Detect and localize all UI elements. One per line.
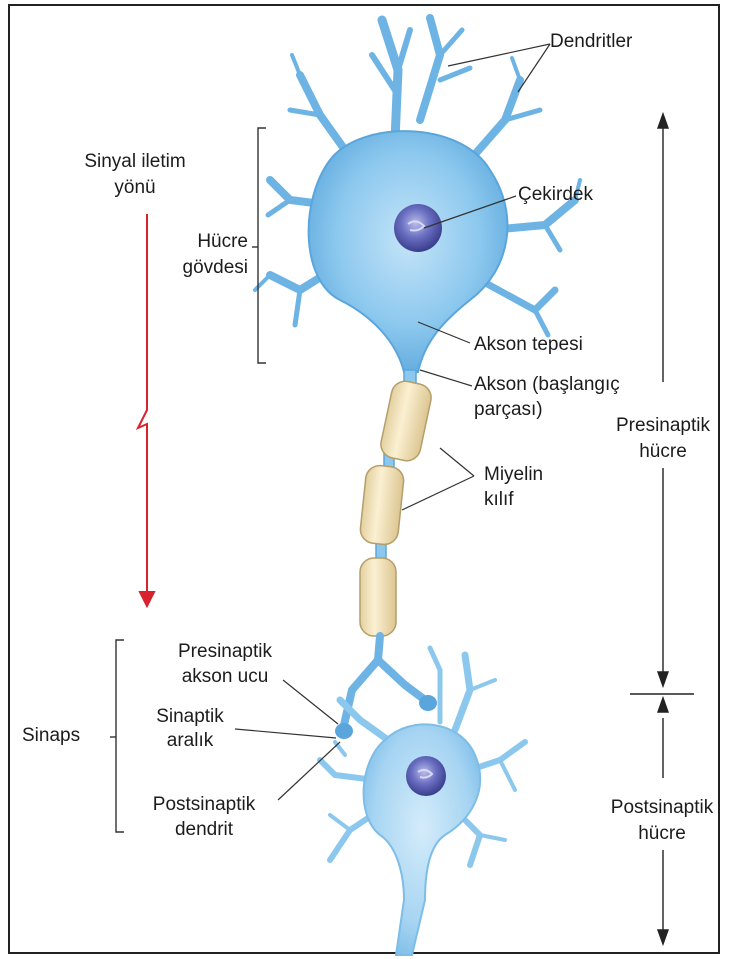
label-miyelin: Miyelin (484, 463, 543, 486)
label-akson-ucu: akson ucu (150, 665, 300, 688)
label-akson-parcasi: parçası) (474, 398, 543, 421)
label-dendrit: dendrit (134, 818, 274, 841)
label-sinyal-yonu: yönü (60, 176, 210, 199)
terminal-bouton-right (419, 695, 437, 711)
cell-range-arrows (630, 114, 694, 944)
label-dendritler: Dendritler (550, 30, 632, 53)
lower-nucleus (406, 756, 446, 796)
label-aralik: aralık (130, 729, 250, 752)
terminal-bouton-left (335, 723, 353, 739)
label-presinaptik-hucre: Presinaptik (598, 414, 728, 437)
label-akson-tepesi: Akson tepesi (474, 333, 583, 356)
label-postsinaptik-dendrit: Postsinaptik (134, 793, 274, 816)
myelin-sheaths (359, 379, 434, 636)
label-hucre: Hücre (140, 230, 248, 253)
label-presinaptik-akson: Presinaptik (150, 640, 300, 663)
label-presinaptik-hucre-2: hücre (598, 440, 728, 463)
label-sinaps: Sinaps (22, 724, 80, 747)
label-cekirdek: Çekirdek (518, 183, 593, 206)
label-postsinaptik-hucre: Postsinaptik (592, 796, 730, 819)
label-sinaptik: Sinaptik (130, 705, 250, 728)
upper-nucleus (394, 204, 442, 252)
label-sinyal-iletim: Sinyal iletim (60, 150, 210, 173)
label-kilif: kılıf (484, 488, 514, 511)
label-postsinaptik-hucre-2: hücre (592, 822, 730, 845)
label-govdesi: gövdesi (140, 256, 248, 279)
label-akson-baslangic: Akson (başlangıç (474, 373, 620, 396)
